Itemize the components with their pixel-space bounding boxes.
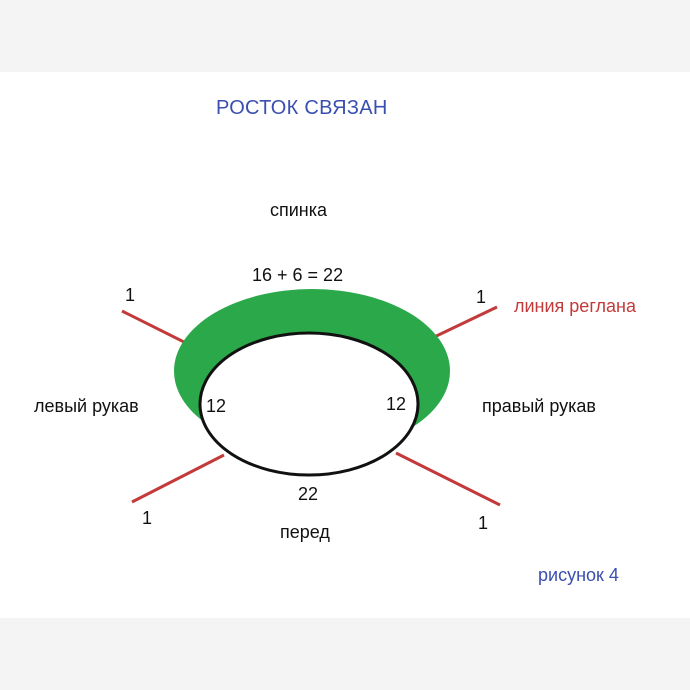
- raglan-line-label: линия реглана: [514, 296, 636, 316]
- top-band: [0, 0, 690, 72]
- raglan-count-bottom-left: 1: [142, 508, 153, 528]
- neck-opening: [198, 331, 420, 477]
- front-count: 22: [298, 484, 319, 504]
- bottom-band: [0, 618, 690, 690]
- back-label: спинка: [270, 200, 328, 220]
- raglan-line-bottom-left: [131, 453, 225, 504]
- figure-caption: рисунок 4: [538, 565, 619, 585]
- back-stitch-formula: 16 + 6 = 22: [252, 265, 344, 285]
- right-sleeve-count: 12: [386, 394, 407, 414]
- raglan-count-top-right: 1: [476, 287, 487, 307]
- right-sleeve-label: правый рукав: [482, 396, 596, 416]
- raglan-line-bottom-right: [395, 451, 501, 507]
- front-label: перед: [280, 522, 330, 542]
- left-sleeve-label: левый рукав: [34, 396, 139, 416]
- raglan-line-top-right: [427, 305, 498, 342]
- raglan-count-top-left: 1: [125, 285, 136, 305]
- diagram-title: РОСТОК СВЯЗАН: [216, 97, 388, 119]
- raglan-count-bottom-right: 1: [478, 513, 489, 533]
- left-sleeve-count: 12: [206, 396, 227, 416]
